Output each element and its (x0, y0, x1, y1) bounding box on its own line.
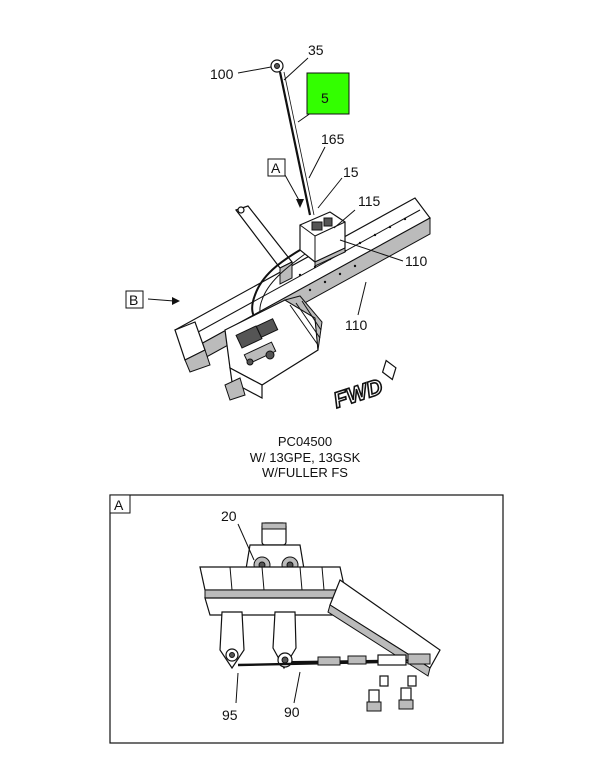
left-lever (219, 611, 245, 670)
mounting-bolts (366, 675, 417, 712)
detail-tag: A (114, 497, 124, 513)
callout-110-lower: 110 (345, 317, 368, 333)
shift-rods (237, 653, 431, 667)
callout-5-highlight (306, 72, 350, 115)
mounting-plate (199, 566, 346, 616)
view-arrows (147, 174, 304, 305)
figure-caption: PC04500 W/ 13GPE, 13GSK W/FULLER FS (250, 434, 361, 480)
caption-line-2: W/ 13GPE, 13GSK (250, 450, 361, 465)
transmission (224, 295, 323, 401)
view-tag-b: B (125, 290, 144, 309)
callout-165: 165 (321, 131, 345, 147)
forward-direction-indicator: FWD (329, 359, 397, 414)
svg-text:A: A (271, 160, 281, 176)
fwd-label: FWD (330, 374, 385, 413)
callout-100: 100 (210, 66, 234, 82)
support-bracket (235, 205, 293, 285)
shift-lever (270, 59, 315, 216)
callout-90: 90 (284, 704, 300, 720)
right-lever (272, 611, 297, 670)
detail-frame (109, 494, 504, 744)
caption-line-3: W/FULLER FS (262, 465, 348, 480)
leader-lines (237, 57, 404, 316)
svg-text:B: B (129, 292, 138, 308)
callout-5: 5 (321, 90, 329, 106)
main-assembly-view: 100 35 5 165 15 115 110 110 A B FWD (125, 42, 431, 414)
caption-line-1: PC04500 (278, 434, 332, 449)
callout-115: 115 (358, 193, 381, 209)
callout-15: 15 (343, 164, 359, 180)
shift-tower (299, 211, 346, 267)
detail-view-a: A (109, 494, 504, 744)
callout-110-upper: 110 (405, 253, 428, 269)
callout-95: 95 (222, 707, 238, 723)
view-tag-a: A (267, 158, 286, 177)
callout-35: 35 (308, 42, 324, 58)
detail-leader-lines (235, 523, 301, 704)
callout-20: 20 (221, 508, 237, 524)
